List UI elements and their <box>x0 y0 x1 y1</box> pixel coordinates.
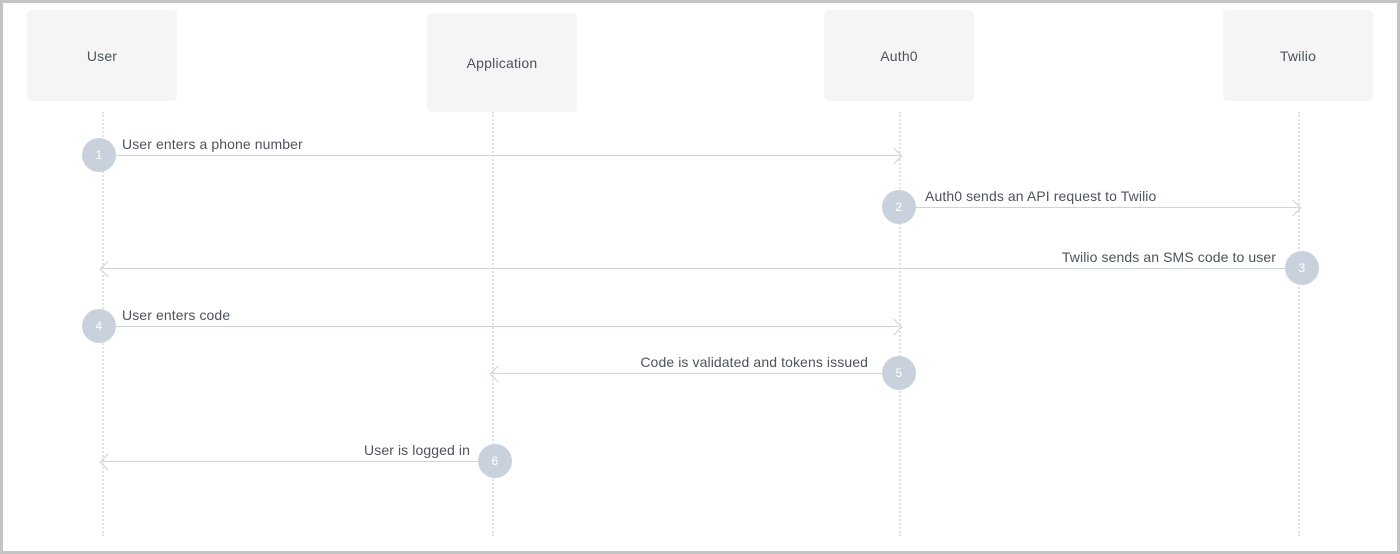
participant-box-application: Application <box>427 13 577 112</box>
participant-label-user: User <box>86 47 118 64</box>
message-label-6: User is logged in <box>364 442 470 458</box>
message-label-3: Twilio sends an SMS code to user <box>1061 249 1276 265</box>
message-line-3 <box>102 268 1298 269</box>
lifeline-twilio <box>1298 112 1300 536</box>
message-label-5: Code is validated and tokens issued <box>640 354 868 370</box>
message-label-2: Auth0 sends an API request to Twilio <box>925 188 1157 204</box>
message-line-5 <box>492 373 899 374</box>
step-badge-5: 5 <box>882 356 916 390</box>
message-label-1: User enters a phone number <box>122 136 303 152</box>
step-badge-6: 6 <box>478 444 512 478</box>
step-badge-1: 1 <box>82 138 116 172</box>
step-badge-4: 4 <box>82 309 116 343</box>
message-line-2 <box>899 207 1298 208</box>
participant-label-twilio: Twilio <box>1279 47 1317 64</box>
participant-box-twilio: Twilio <box>1223 10 1373 101</box>
message-line-1 <box>102 155 899 156</box>
lifeline-application <box>492 112 494 536</box>
participant-box-auth0: Auth0 <box>824 10 974 101</box>
lifeline-auth0 <box>899 112 901 536</box>
participant-label-application: Application <box>466 54 538 71</box>
message-line-6 <box>102 461 492 462</box>
step-badge-3: 3 <box>1285 251 1319 285</box>
message-label-4: User enters code <box>122 307 231 323</box>
step-badge-2: 2 <box>882 190 916 224</box>
participant-box-user: User <box>27 10 177 101</box>
participant-label-auth0: Auth0 <box>880 47 918 64</box>
message-line-4 <box>102 326 899 327</box>
